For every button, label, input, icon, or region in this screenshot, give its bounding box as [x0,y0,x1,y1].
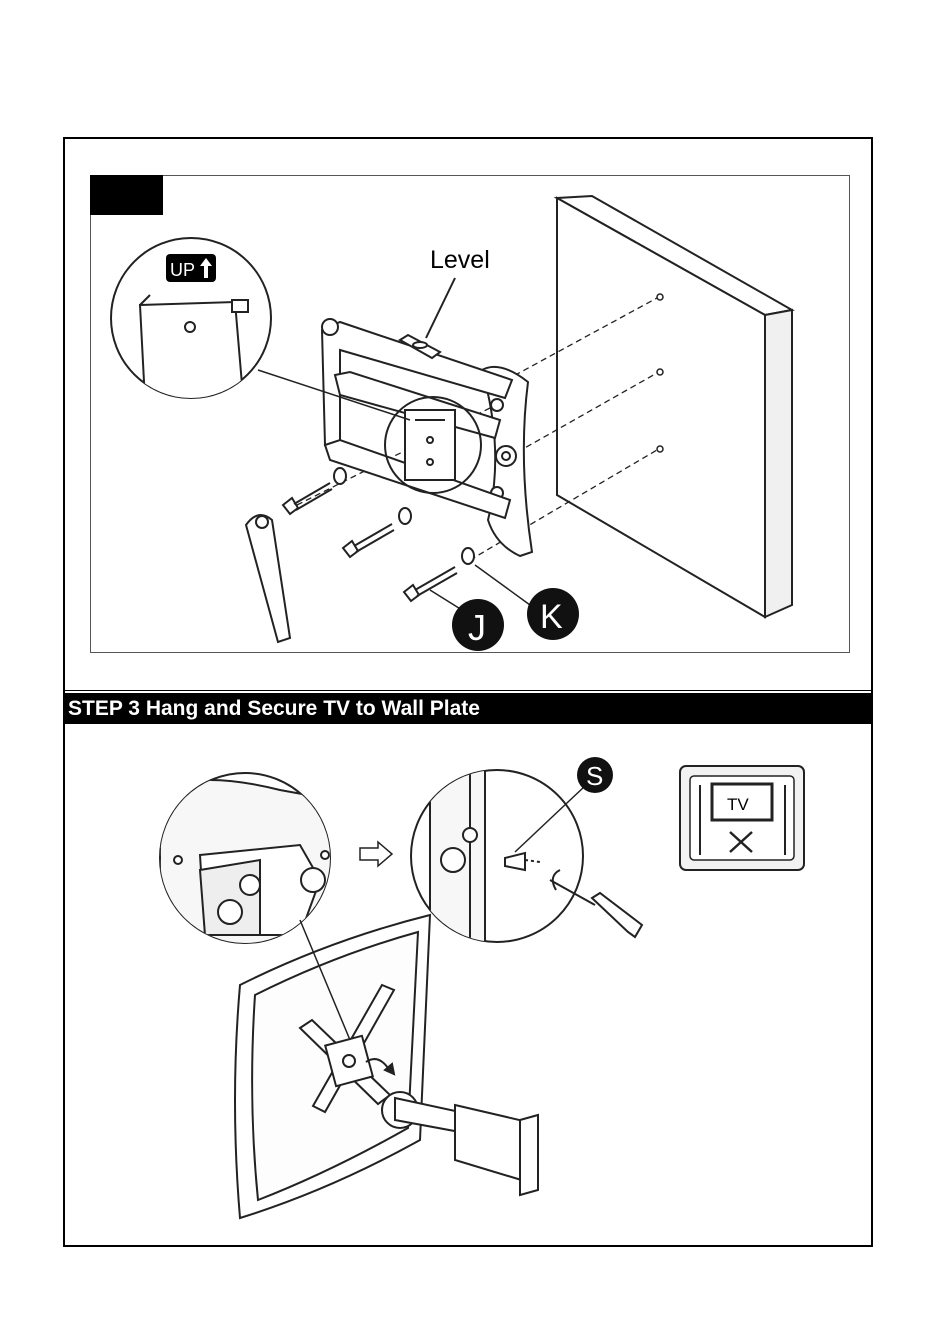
wall [557,196,792,617]
part-k-label: K [540,598,563,636]
wrench [246,515,290,642]
part-j-label: J [468,607,486,648]
arrow-right-icon [360,842,392,866]
up-badge-label: UP [170,260,195,280]
detail-circle-bracket [160,773,335,950]
detail-circle-screw [411,770,583,950]
part-s-label: S [586,761,603,791]
up-badge: UP [166,254,216,282]
tv-mount-icon: TV [680,766,804,870]
level-label: Level [430,246,490,274]
bolts [283,483,457,601]
tv-icon-label: TV [727,795,749,814]
